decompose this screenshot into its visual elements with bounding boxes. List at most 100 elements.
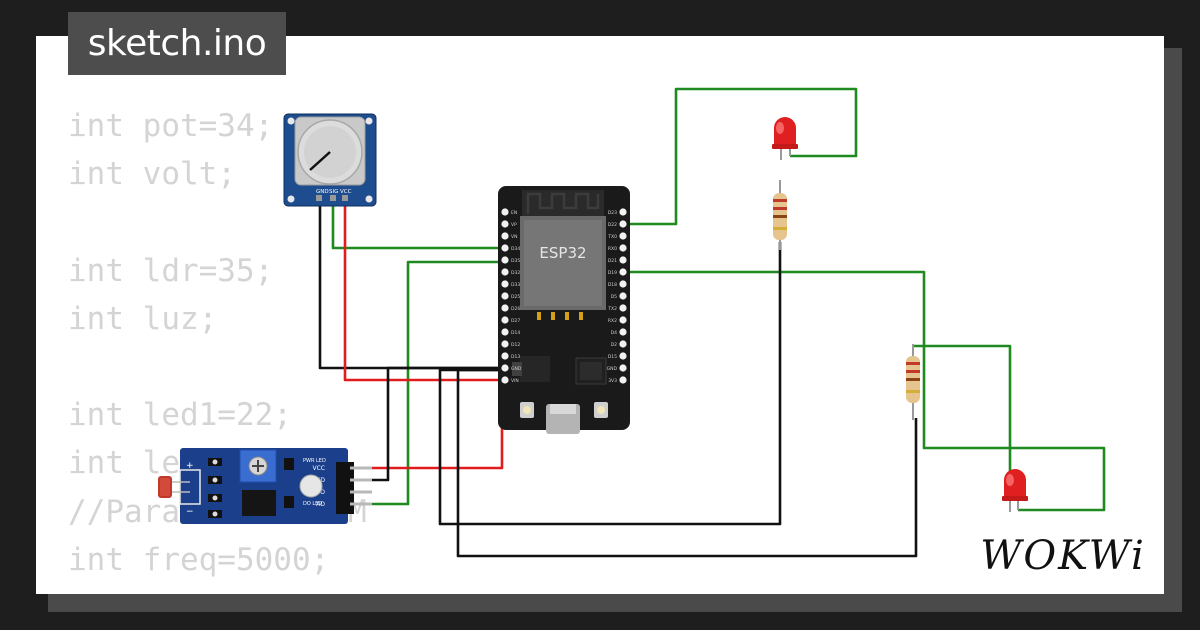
wire-black-res2 [456, 368, 918, 558]
ldr-module: VCC GND DO AO PWR LED DO LED + − [158, 448, 372, 524]
esp32-pin-label: VIN [511, 378, 519, 384]
wire-red-ldr-vcc [362, 380, 504, 470]
esp32-pin [501, 364, 509, 372]
led-1 [772, 117, 798, 160]
esp32-pin [501, 352, 509, 360]
esp32-pin [619, 220, 627, 228]
esp32-pin-label: D35 [511, 258, 520, 264]
esp32-pin [619, 208, 627, 216]
esp32-pin [501, 376, 509, 384]
pot-pin-label: SIG [329, 189, 338, 195]
wokwi-logo-text: WOKWi [980, 533, 1146, 579]
esp32-pin [619, 292, 627, 300]
esp32-pin-label: D12 [511, 342, 520, 348]
esp32-pin-label: D32 [511, 270, 520, 276]
esp32-pin-label: D19 [608, 270, 617, 276]
code-line: int ldr=35; [68, 252, 274, 289]
esp32-pin [619, 244, 627, 252]
ldr-led-label: PWR LED [303, 458, 326, 464]
esp32-pin [619, 268, 627, 276]
esp32-pin-label: D5 [611, 294, 617, 300]
esp32-pin-label: 3V3 [608, 378, 617, 384]
esp32-pin [619, 364, 627, 372]
esp32-pin [501, 268, 509, 276]
esp32-pin-label: RX2 [608, 318, 617, 324]
wire-green-ldr-ao [362, 260, 502, 506]
esp32-pin-label: D27 [511, 318, 520, 324]
esp32-pin [501, 328, 509, 336]
esp32-pin-label: D22 [608, 222, 617, 228]
wire-green-led2 [624, 270, 1106, 512]
esp32-pin [501, 280, 509, 288]
esp32-pin [619, 316, 627, 324]
code-line: int led1=22; [68, 397, 292, 434]
esp32-pin [619, 340, 627, 348]
esp32-pin-label: D2 [611, 342, 617, 348]
potentiometer: GND SIG VCC [283, 113, 377, 207]
ldr-minus-label: − [186, 507, 194, 517]
esp32-right-pins: D23D22TX0RX0D21D19D18D5TX2RX2D4D2D15GND3… [607, 208, 627, 384]
esp32-pin-label: D21 [608, 258, 617, 264]
esp32-pin [619, 256, 627, 264]
esp32-pin-label: D13 [511, 354, 520, 360]
esp32-pin-label: D14 [511, 330, 520, 336]
resistor-1 [773, 180, 787, 250]
esp32-pin [501, 220, 509, 228]
wires [318, 87, 1106, 558]
esp32-pin [501, 232, 509, 240]
esp32-pin-label: EN [511, 210, 517, 216]
code-line: int luz; [68, 300, 218, 337]
esp32-pin [501, 256, 509, 264]
esp32-pin-label: D33 [511, 282, 520, 288]
esp32-pin-label: D23 [608, 210, 617, 216]
esp32-pin [501, 292, 509, 300]
esp32-pin-label: D26 [511, 306, 520, 312]
esp32-pin-label: D18 [608, 282, 617, 288]
ldr-pin-label: VCC [313, 465, 325, 472]
esp32-pin-label: VP [511, 222, 517, 228]
wire-black-ldr-gnd [362, 366, 502, 482]
wokwi-logo: WOKWi [980, 533, 1146, 579]
esp32-pin-label: D4 [611, 330, 617, 336]
pot-pin-label: GND [316, 189, 329, 195]
ldr-module-pins [336, 462, 372, 514]
esp32-pin [619, 304, 627, 312]
esp32-pin-label: D15 [608, 354, 617, 360]
esp32-pin-label: D25 [511, 294, 520, 300]
wire-green-pot-sig [331, 199, 502, 250]
esp32-pin-label: GND [607, 366, 618, 372]
esp32-pin [501, 316, 509, 324]
esp32-label: ESP32 [539, 244, 586, 262]
wire-black-pot-gnd [318, 199, 502, 370]
esp32-pin [619, 328, 627, 336]
esp32-pin [501, 244, 509, 252]
esp32-pin-label: RX0 [608, 246, 617, 252]
esp32-pin-label: TX2 [607, 306, 617, 312]
ldr-pin-label: AO [316, 501, 325, 508]
code-line: int volt; [68, 156, 236, 193]
wire-red-pot-vcc [343, 199, 502, 382]
resistor-2 [906, 344, 920, 420]
wire-green-res2 [912, 344, 1012, 482]
pot-pin-label: VCC [340, 189, 352, 195]
esp32-pin [619, 232, 627, 240]
ldr-led-label: DO LED [303, 501, 322, 507]
ldr-plus-label: + [186, 461, 194, 471]
code-line: int canal1=0; [68, 584, 367, 594]
esp32-pin-label: GND [511, 366, 522, 372]
esp32-pin [501, 304, 509, 312]
pot-knob-indicator [309, 151, 331, 171]
led-2 [1002, 469, 1028, 512]
esp32-pin-label: D34 [511, 246, 520, 252]
esp32-pin [501, 208, 509, 216]
wire-green-led1 [624, 87, 858, 226]
esp32-pin [619, 376, 627, 384]
esp32-pin [619, 280, 627, 288]
esp32-pin [501, 340, 509, 348]
file-name-tab: sketch.ino [68, 12, 286, 75]
esp32-pin [619, 352, 627, 360]
code-line: int freq=5000; [68, 541, 330, 578]
esp32-pin-label: VN [511, 234, 517, 240]
